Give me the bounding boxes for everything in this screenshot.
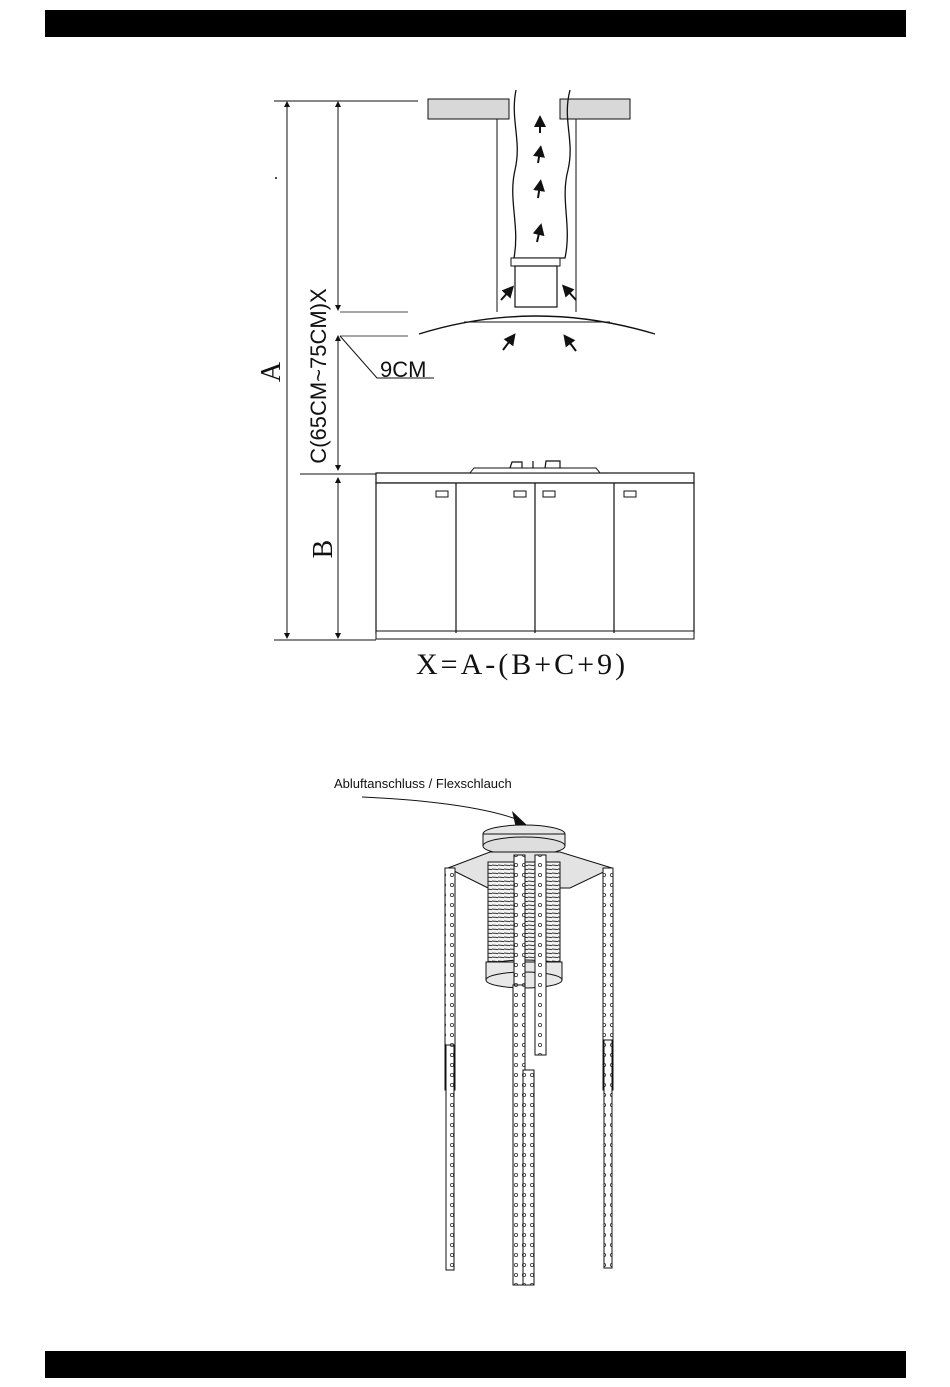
formula: X=A-(B+C+9) xyxy=(416,648,628,681)
ceiling-block-left xyxy=(428,99,509,119)
hood-canopy xyxy=(419,316,655,334)
footer-bar xyxy=(45,1351,906,1378)
label-9cm: 9CM xyxy=(380,357,426,382)
label-c-x: C(65CM~75CM)X xyxy=(306,288,331,464)
motor-box xyxy=(515,266,557,307)
dimension-diagram: A C(65CM~75CM)X B 9CM X=A-(B+C+9) xyxy=(256,90,694,681)
kitchen-cabinet xyxy=(376,461,694,639)
ceiling-block-right xyxy=(560,99,630,119)
callout-label: Abluftanschluss / Flexschlauch xyxy=(334,776,512,791)
label-b: B xyxy=(308,540,339,559)
flex-duct-assembly: Abluftanschluss / Flexschlauch xyxy=(334,776,613,1285)
label-a: A xyxy=(256,361,287,382)
